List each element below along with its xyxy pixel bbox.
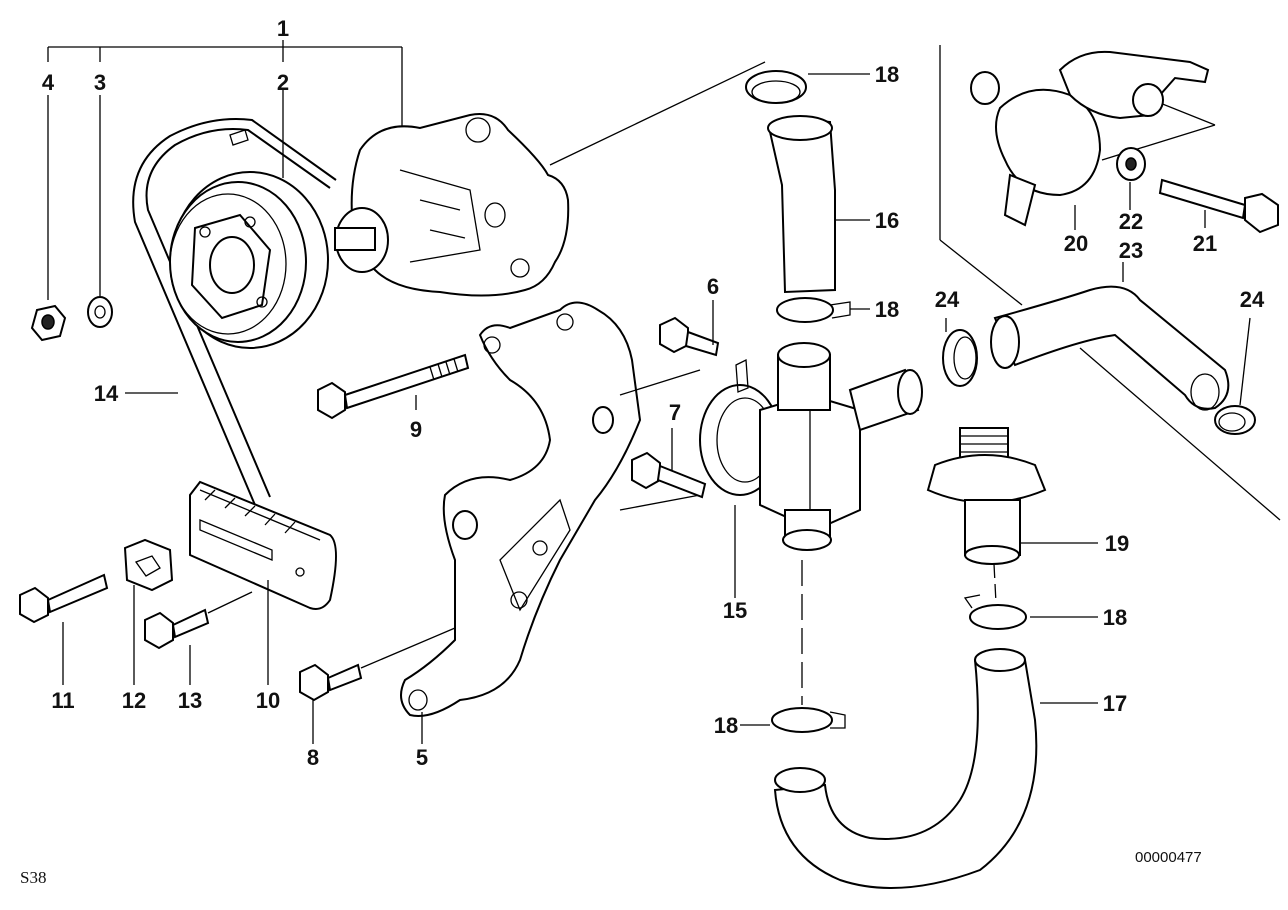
thermostat-insert (926, 427, 1047, 565)
label-18-top: 18 (875, 62, 899, 87)
callout-labels: 1 2 3 4 5 6 7 8 9 10 11 12 13 14 15 16 1… (42, 16, 1265, 770)
leader-lines (47, 73, 1251, 744)
clamp-18-lower-right (963, 594, 1027, 630)
clamp-18-top (745, 70, 807, 104)
drawing-number: 00000477 (1135, 849, 1202, 866)
label-2: 2 (277, 70, 289, 95)
label-18-bottom: 18 (714, 713, 738, 738)
nut (30, 304, 67, 342)
power-steering-pump (334, 61, 766, 297)
label-3: 3 (94, 70, 106, 95)
bolt-13 (144, 591, 253, 650)
clamp-18-mid (776, 297, 851, 323)
sensor-bolt (1158, 178, 1279, 234)
assembly-bracket-1 (47, 40, 403, 128)
temperature-sensor (970, 50, 1210, 227)
thermostat-housing (699, 342, 923, 551)
hose-17 (773, 648, 1038, 889)
bolt-7 (631, 451, 707, 499)
label-18-right: 18 (1103, 605, 1127, 630)
sensor-washer (1116, 147, 1146, 181)
long-bolt (317, 353, 470, 420)
label-4: 4 (42, 70, 55, 95)
label-24-right: 24 (1240, 287, 1265, 312)
hose-16 (767, 115, 836, 294)
bolt-11 (19, 573, 109, 624)
label-14: 14 (94, 381, 119, 406)
label-7: 7 (669, 400, 681, 425)
label-13: 13 (178, 688, 202, 713)
label-15: 15 (723, 598, 747, 623)
bolt-6 (659, 316, 720, 357)
label-18-mid: 18 (875, 297, 899, 322)
washer (87, 296, 113, 328)
bolt-8 (299, 627, 456, 702)
pulley (169, 171, 329, 349)
mounting-bracket (400, 301, 701, 717)
hose-23 (990, 285, 1230, 411)
label-19: 19 (1105, 531, 1129, 556)
label-23: 23 (1119, 238, 1143, 263)
label-16: 16 (875, 208, 899, 233)
label-1: 1 (277, 16, 289, 41)
clamp-24-left (942, 329, 978, 387)
label-20: 20 (1064, 231, 1088, 256)
clamp-18-bottom (771, 707, 846, 733)
label-22: 22 (1119, 209, 1143, 234)
section-code: S38 (20, 868, 46, 887)
label-6: 6 (707, 274, 719, 299)
label-17: 17 (1103, 691, 1127, 716)
label-9: 9 (410, 417, 422, 442)
label-11: 11 (51, 688, 74, 713)
label-21: 21 (1193, 231, 1217, 256)
adjuster-gear (123, 538, 174, 592)
label-12: 12 (122, 688, 146, 713)
label-8: 8 (307, 745, 319, 770)
label-10: 10 (256, 688, 280, 713)
clamp-24-right (1214, 405, 1256, 435)
label-5: 5 (416, 745, 428, 770)
label-24-left: 24 (935, 287, 960, 312)
tensioner-plate (189, 480, 337, 610)
drive-belt (132, 118, 337, 506)
